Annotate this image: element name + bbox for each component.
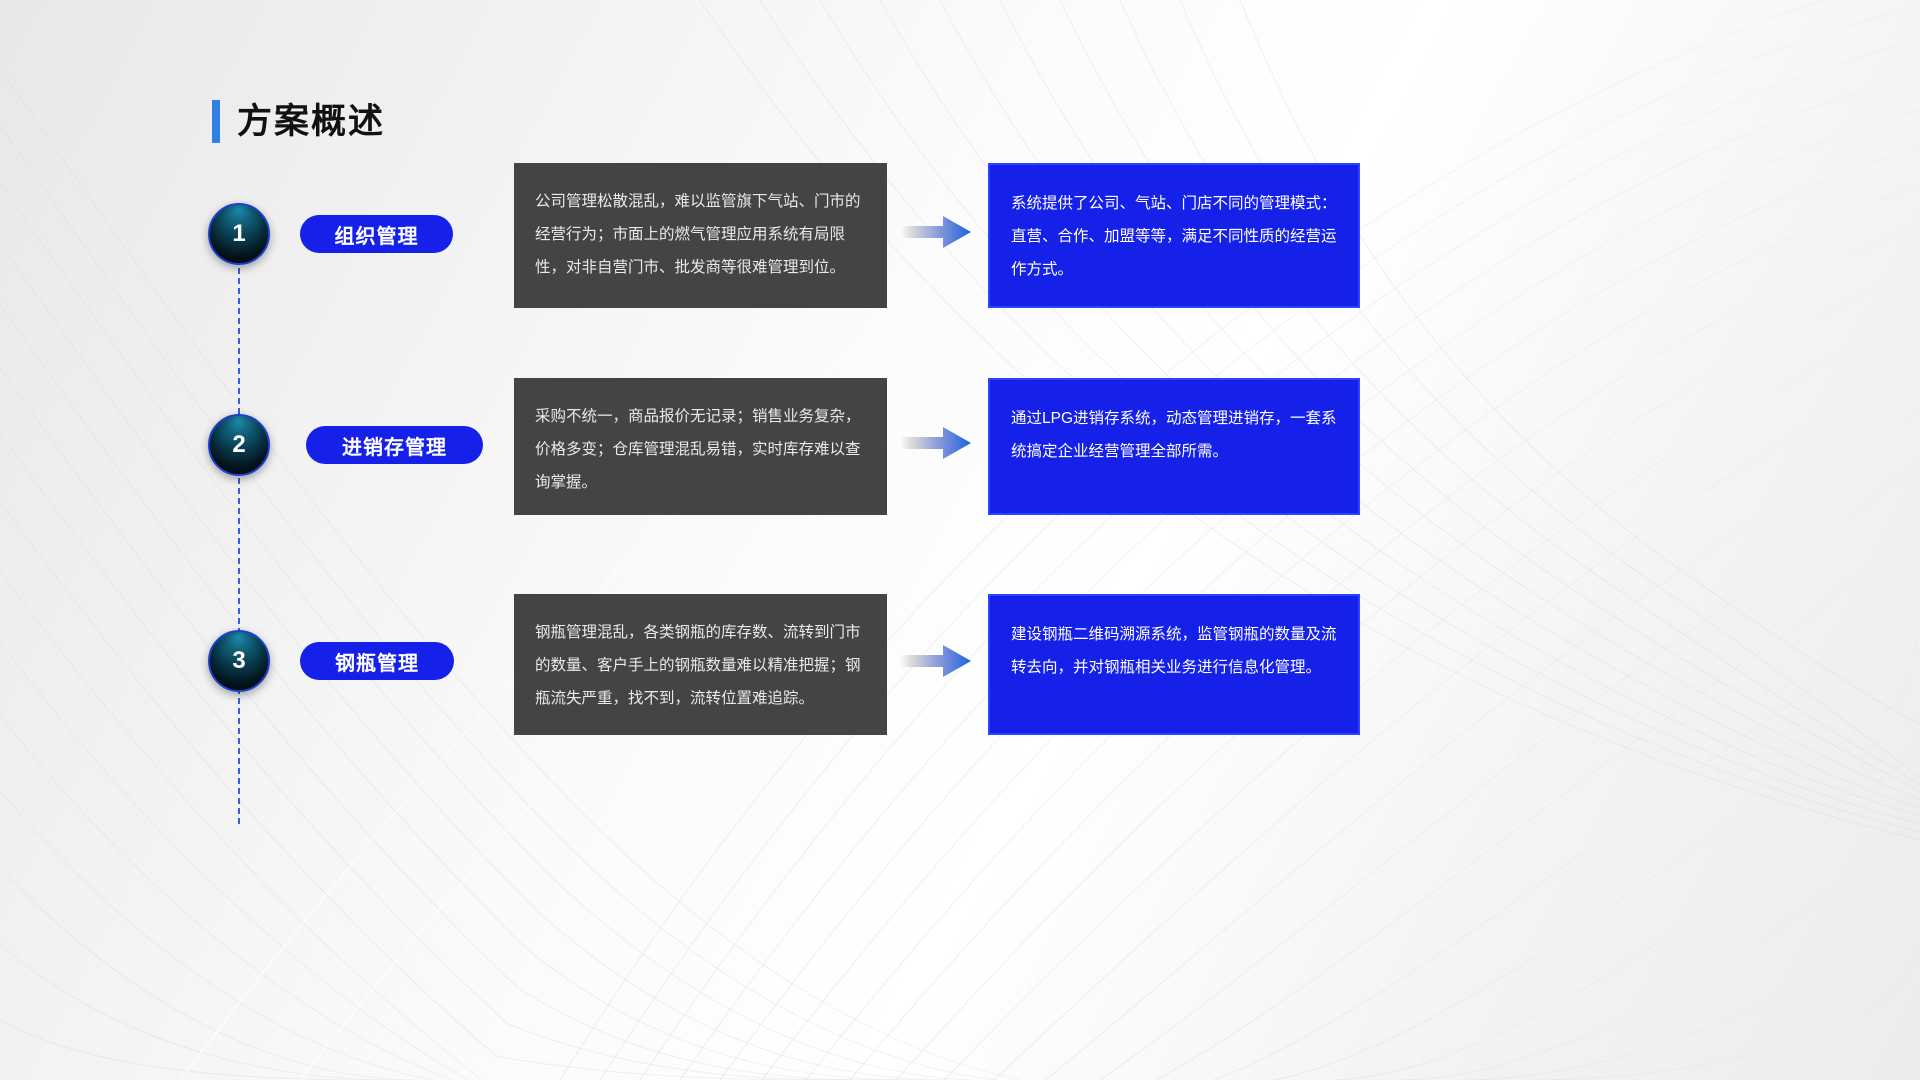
step-number-label: 1 [232,220,246,247]
problem-box: 采购不统一，商品报价无记录；销售业务复杂，价格多变；仓库管理混乱易错，实时库存难… [514,378,887,515]
category-pill-label: 进销存管理 [342,436,447,459]
title-accent-bar [212,100,220,143]
solution-box: 系统提供了公司、气站、门店不同的管理模式：直营、合作、加盟等等，满足不同性质的经… [988,163,1360,308]
flow-arrow-icon [899,216,971,248]
flow-arrow-icon [899,427,971,459]
step-number-label: 2 [232,431,246,458]
category-pill-label: 组织管理 [334,225,419,248]
timeline-dashed-connector [238,258,240,824]
step-number-circle: 1 [208,203,270,265]
flow-arrow-icon [899,645,971,677]
problem-text: 公司管理松散混乱，难以监管旗下气站、门市的经营行为；市面上的燃气管理应用系统有局… [535,193,861,276]
category-pill[interactable]: 进销存管理 [306,426,483,464]
step-number-circle: 2 [208,414,270,476]
problem-text: 钢瓶管理混乱，各类钢瓶的库存数、流转到门市的数量、客户手上的钢瓶数量难以精准把握… [535,624,861,707]
problem-box: 钢瓶管理混乱，各类钢瓶的库存数、流转到门市的数量、客户手上的钢瓶数量难以精准把握… [514,594,887,735]
page-title: 方案概述 [212,100,385,143]
problem-box: 公司管理松散混乱，难以监管旗下气站、门市的经营行为；市面上的燃气管理应用系统有局… [514,163,887,308]
solution-box: 通过LPG进销存系统，动态管理进销存，一套系统搞定企业经营管理全部所需。 [988,378,1360,515]
solution-text: 建设钢瓶二维码溯源系统，监管钢瓶的数量及流转去向，并对钢瓶相关业务进行信息化管理… [1011,626,1337,676]
category-pill[interactable]: 钢瓶管理 [300,642,454,680]
step-number-label: 3 [232,647,246,674]
solution-text: 通过LPG进销存系统，动态管理进销存，一套系统搞定企业经营管理全部所需。 [1011,410,1337,460]
category-pill[interactable]: 组织管理 [300,215,453,253]
title-label: 方案概述 [237,102,386,141]
solution-box: 建设钢瓶二维码溯源系统，监管钢瓶的数量及流转去向，并对钢瓶相关业务进行信息化管理… [988,594,1360,735]
category-pill-label: 钢瓶管理 [335,652,419,675]
solution-text: 系统提供了公司、气站、门店不同的管理模式：直营、合作、加盟等等，满足不同性质的经… [1011,195,1337,278]
problem-text: 采购不统一，商品报价无记录；销售业务复杂，价格多变；仓库管理混乱易错，实时库存难… [535,408,861,491]
step-number-circle: 3 [208,630,270,692]
